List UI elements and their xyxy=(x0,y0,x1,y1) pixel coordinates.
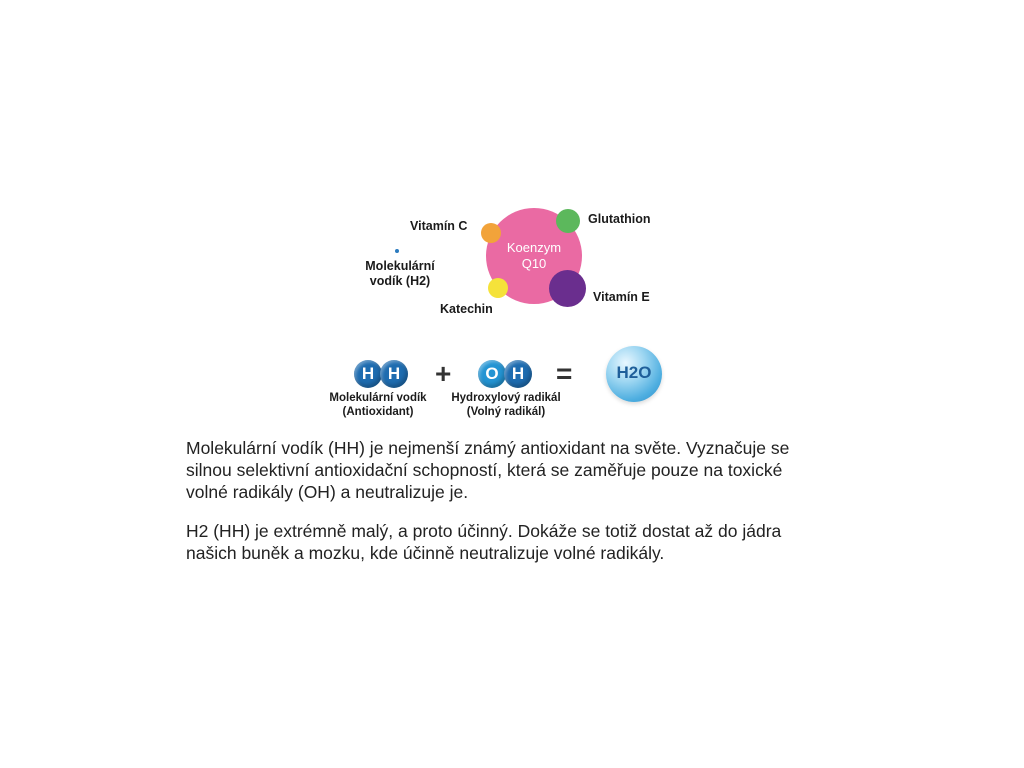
coenzyme-q10-label-line1: Koenzym xyxy=(506,240,562,255)
molecular-hydrogen-dot xyxy=(395,249,399,253)
coenzyme-q10-label: Koenzym Q10 xyxy=(486,240,582,272)
glutathion-label: Glutathion xyxy=(588,212,651,226)
equals-operator: = xyxy=(556,358,573,389)
hydroxyl-radical-caption-line2: (Volný radikál) xyxy=(466,406,546,418)
molecular-hydrogen-label-line2: vodík (H2) xyxy=(369,274,431,288)
molecular-hydrogen-caption: Molekulární vodík (Antioxidant) xyxy=(318,391,438,419)
water-molecule-sphere xyxy=(606,346,662,402)
hydroxyl-radical-caption-line1: Hydroxylový radikál xyxy=(451,392,561,404)
glutathion-circle xyxy=(556,209,580,233)
vitamin-c-circle xyxy=(481,223,501,243)
oxygen-atom: O xyxy=(478,360,506,388)
molecular-hydrogen-caption-line1: Molekulární vodík xyxy=(329,392,427,404)
katechin-circle xyxy=(488,278,508,298)
vitamin-c-label: Vitamín C xyxy=(410,219,468,233)
coenzyme-q10-label-line2: Q10 xyxy=(521,256,547,271)
vitamin-e-circle xyxy=(549,270,586,307)
hydroxyl-radical-caption: Hydroxylový radikál (Volný radikál) xyxy=(442,391,570,419)
hydroxyl-hydrogen-atom: H xyxy=(504,360,532,388)
hydrogen-atom-1: H xyxy=(354,360,382,388)
description-paragraph-2: H2 (HH) je extrémně malý, a proto účinný… xyxy=(186,521,782,563)
description-paragraph-1: Molekulární vodík (HH) je nejmenší známý… xyxy=(186,438,790,502)
katechin-label: Katechin xyxy=(440,302,493,316)
molecular-hydrogen-caption-line2: (Antioxidant) xyxy=(342,406,414,418)
molecular-hydrogen-label: Molekulární vodík (H2) xyxy=(354,259,446,289)
molecular-hydrogen-label-line1: Molekulární xyxy=(365,259,435,273)
hydrogen-atom-2: H xyxy=(380,360,408,388)
water-molecule-label: H2O xyxy=(616,363,652,382)
plus-operator: + xyxy=(435,358,452,389)
vitamin-e-label: Vitamín E xyxy=(593,290,650,304)
